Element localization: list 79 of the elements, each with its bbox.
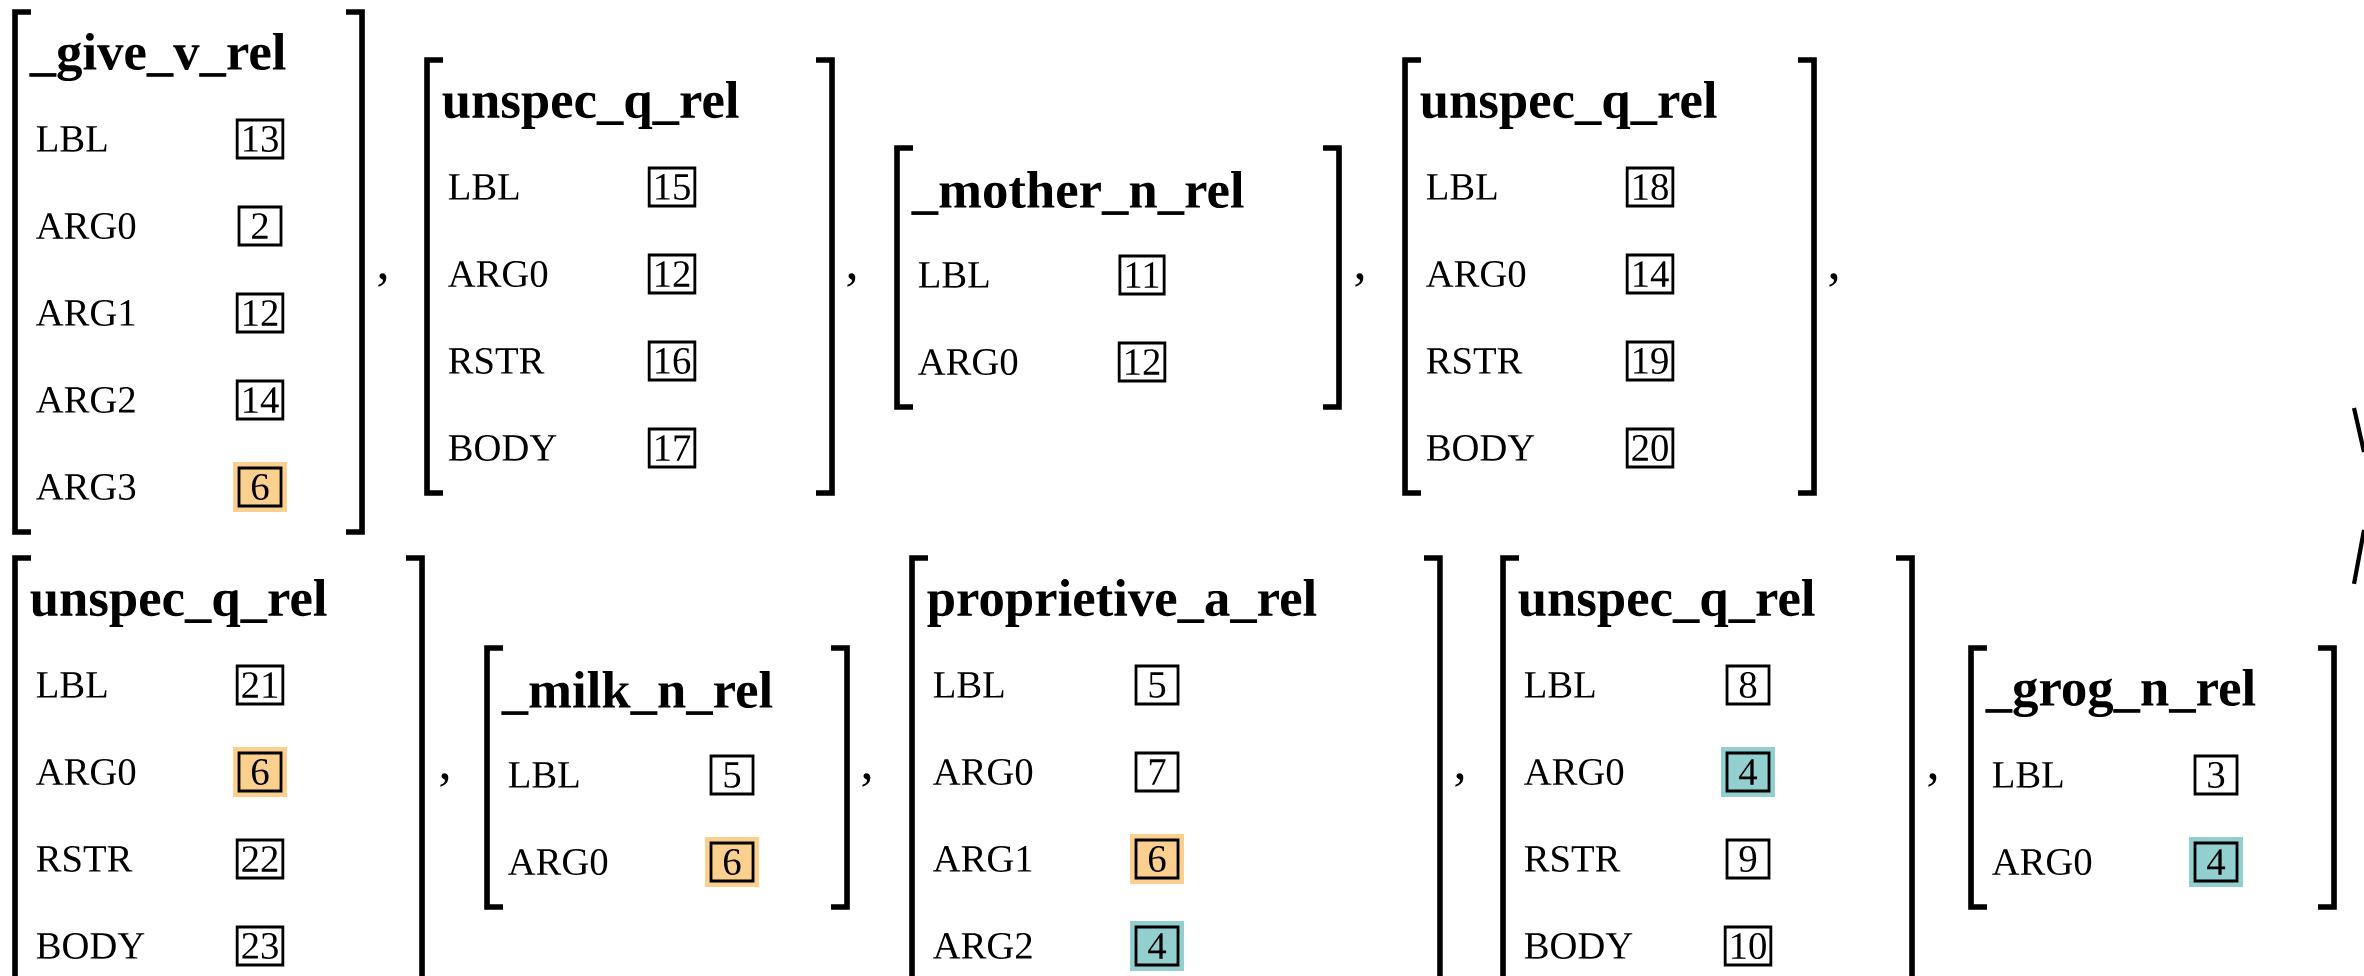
type-name: unspec_q_rel	[30, 579, 327, 627]
value-box: 5	[709, 754, 755, 796]
feature-name: ARG1	[933, 846, 1032, 872]
feature-name: ARG0	[36, 758, 136, 786]
value-box: 16	[647, 340, 697, 382]
value-box: 8	[1725, 664, 1771, 706]
feature-name: ARG0	[1524, 758, 1624, 786]
feature-name: ARG0	[933, 758, 1033, 786]
feature-name: ARG0	[36, 212, 136, 240]
value-box: 18	[1625, 166, 1675, 208]
feature-name: BODY	[36, 933, 145, 959]
comma: ,	[1829, 273, 1838, 287]
feature-name: BODY	[1524, 933, 1633, 959]
value-box: 23	[235, 925, 285, 967]
value-box: 14	[235, 379, 285, 421]
feature-name: RSTR	[448, 348, 545, 374]
value-box: 12	[235, 292, 285, 334]
value-box: 19	[1625, 340, 1675, 382]
type-name: unspec_q_rel	[1420, 81, 1717, 129]
feature-name: LBL	[1524, 672, 1595, 698]
value-box: 6	[1130, 834, 1184, 884]
feature-name: ARG0	[508, 848, 608, 876]
value-box: 6	[233, 462, 287, 512]
value-box: 14	[1625, 253, 1675, 295]
value-box: 4	[1130, 921, 1184, 971]
value-box: 12	[647, 253, 697, 295]
value-box: 15	[647, 166, 697, 208]
feature-name: ARG0	[1426, 260, 1526, 288]
value-box: 17	[647, 427, 697, 469]
value-box: 11	[1118, 254, 1166, 296]
value-box: 5	[1134, 664, 1180, 706]
feature-name: BODY	[1426, 435, 1535, 461]
value-box: 21	[235, 664, 285, 706]
type-name: _mother_n_rel	[911, 171, 1244, 215]
value-box: 4	[1721, 747, 1775, 797]
value-box: 12	[1117, 341, 1167, 383]
comma: ,	[378, 273, 387, 287]
value-box: 10	[1723, 925, 1773, 967]
type-name: unspec_q_rel	[1518, 579, 1815, 627]
value-box: 20	[1625, 427, 1675, 469]
comma: ,	[1355, 273, 1364, 287]
feature-name: RSTR	[1426, 348, 1523, 374]
value-box: 2	[237, 205, 283, 247]
feature-name: RSTR	[36, 846, 133, 872]
feature-name: LBL	[508, 762, 579, 788]
value-box: 7	[1134, 751, 1180, 793]
feature-name: LBL	[1992, 762, 2063, 788]
comma: ,	[847, 273, 856, 287]
feature-name: ARG3	[36, 474, 136, 500]
feature-name: BODY	[448, 435, 557, 461]
type-name: _milk_n_rel	[501, 671, 773, 715]
type-name: proprietive_a_rel	[927, 579, 1317, 627]
value-box: 22	[235, 838, 285, 880]
feature-name: ARG1	[36, 300, 135, 326]
value-box: 13	[235, 118, 285, 160]
feature-name: LBL	[36, 672, 107, 698]
comma: ,	[1928, 773, 1937, 787]
feature-name: LBL	[933, 672, 1004, 698]
comma: ,	[1455, 773, 1464, 787]
feature-name: ARG2	[36, 387, 135, 413]
feature-name: LBL	[36, 126, 107, 152]
comma: ,	[862, 773, 871, 787]
feature-name: RSTR	[1524, 846, 1621, 872]
value-box: 6	[233, 747, 287, 797]
feature-name: LBL	[1426, 174, 1497, 200]
type-name: unspec_q_rel	[442, 81, 739, 129]
feature-name: ARG0	[1992, 848, 2092, 876]
feature-name: LBL	[448, 174, 519, 200]
feature-name: ARG0	[448, 260, 548, 288]
type-name: _give_v_rel	[29, 32, 286, 82]
feature-name: ARG2	[933, 933, 1032, 959]
value-box: 3	[2193, 754, 2239, 796]
value-box: 4	[2189, 837, 2243, 887]
type-name: _grog_n_rel	[1985, 668, 2256, 718]
comma: ,	[440, 773, 449, 787]
value-box: 9	[1725, 838, 1771, 880]
feature-name: LBL	[918, 262, 989, 288]
feature-name: ARG0	[918, 348, 1018, 376]
value-box: 6	[705, 837, 759, 887]
